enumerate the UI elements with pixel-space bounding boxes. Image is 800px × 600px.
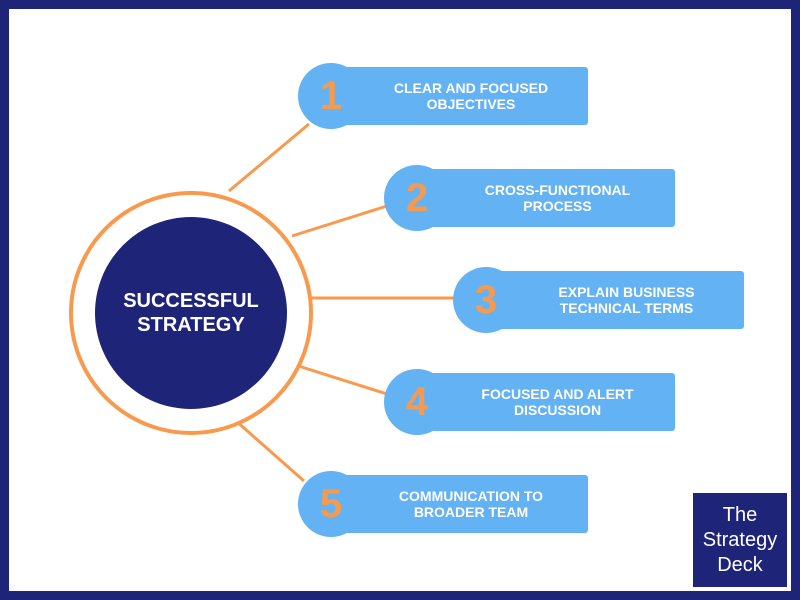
step-3-bar: EXPLAIN BUSINESS TECHNICAL TERMS [469, 271, 744, 329]
step-4: FOCUSED AND ALERT DISCUSSION 4 [384, 369, 675, 435]
step-1-label-line-2: OBJECTIVES [426, 96, 516, 112]
brand-logo: The Strategy Deck [691, 491, 789, 589]
step-5: COMMUNICATION TO BROADER TEAM 5 [298, 471, 588, 537]
step-1: CLEAR AND FOCUSED OBJECTIVES 1 [298, 63, 588, 129]
diagram-canvas: SUCCESSFUL STRATEGY CLEAR AND FOCUSED OB… [9, 9, 791, 591]
step-5-label-line-1: COMMUNICATION TO [398, 488, 544, 504]
step-2-label-line-2: PROCESS [523, 198, 592, 214]
brand-line-1: The [722, 503, 758, 526]
step-3-number: 3 [453, 267, 519, 333]
step-3-label-line-1: EXPLAIN BUSINESS [558, 284, 695, 300]
step-2-number: 2 [384, 165, 450, 231]
center-label-line-1: SUCCESSFUL [123, 290, 259, 312]
step-4-label-line-2: DISCUSSION [513, 402, 602, 418]
step-5-bar: COMMUNICATION TO BROADER TEAM [314, 475, 588, 533]
center-label-line-2: STRATEGY [137, 314, 245, 336]
step-2-label-line-1: CROSS-FUNCTIONAL [484, 182, 631, 198]
step-1-number: 1 [298, 63, 364, 129]
step-5-number: 5 [298, 471, 364, 537]
step-3: EXPLAIN BUSINESS TECHNICAL TERMS 3 [453, 267, 744, 333]
center-label: SUCCESSFUL STRATEGY [111, 289, 271, 337]
center-circle: SUCCESSFUL STRATEGY [95, 217, 287, 409]
step-1-label-line-1: CLEAR AND FOCUSED [393, 80, 549, 96]
brand-line-2: Strategy [702, 528, 778, 551]
step-5-label-line-2: BROADER TEAM [413, 504, 529, 520]
connector-line-1 [228, 122, 310, 193]
step-4-number: 4 [384, 369, 450, 435]
connector-line-2 [291, 204, 388, 238]
step-3-label-line-2: TECHNICAL TERMS [559, 300, 694, 316]
connector-line-4 [291, 362, 388, 396]
step-4-label-line-1: FOCUSED AND ALERT [481, 386, 634, 402]
brand-line-3: Deck [717, 553, 763, 576]
step-2: CROSS-FUNCTIONAL PROCESS 2 [384, 165, 675, 231]
